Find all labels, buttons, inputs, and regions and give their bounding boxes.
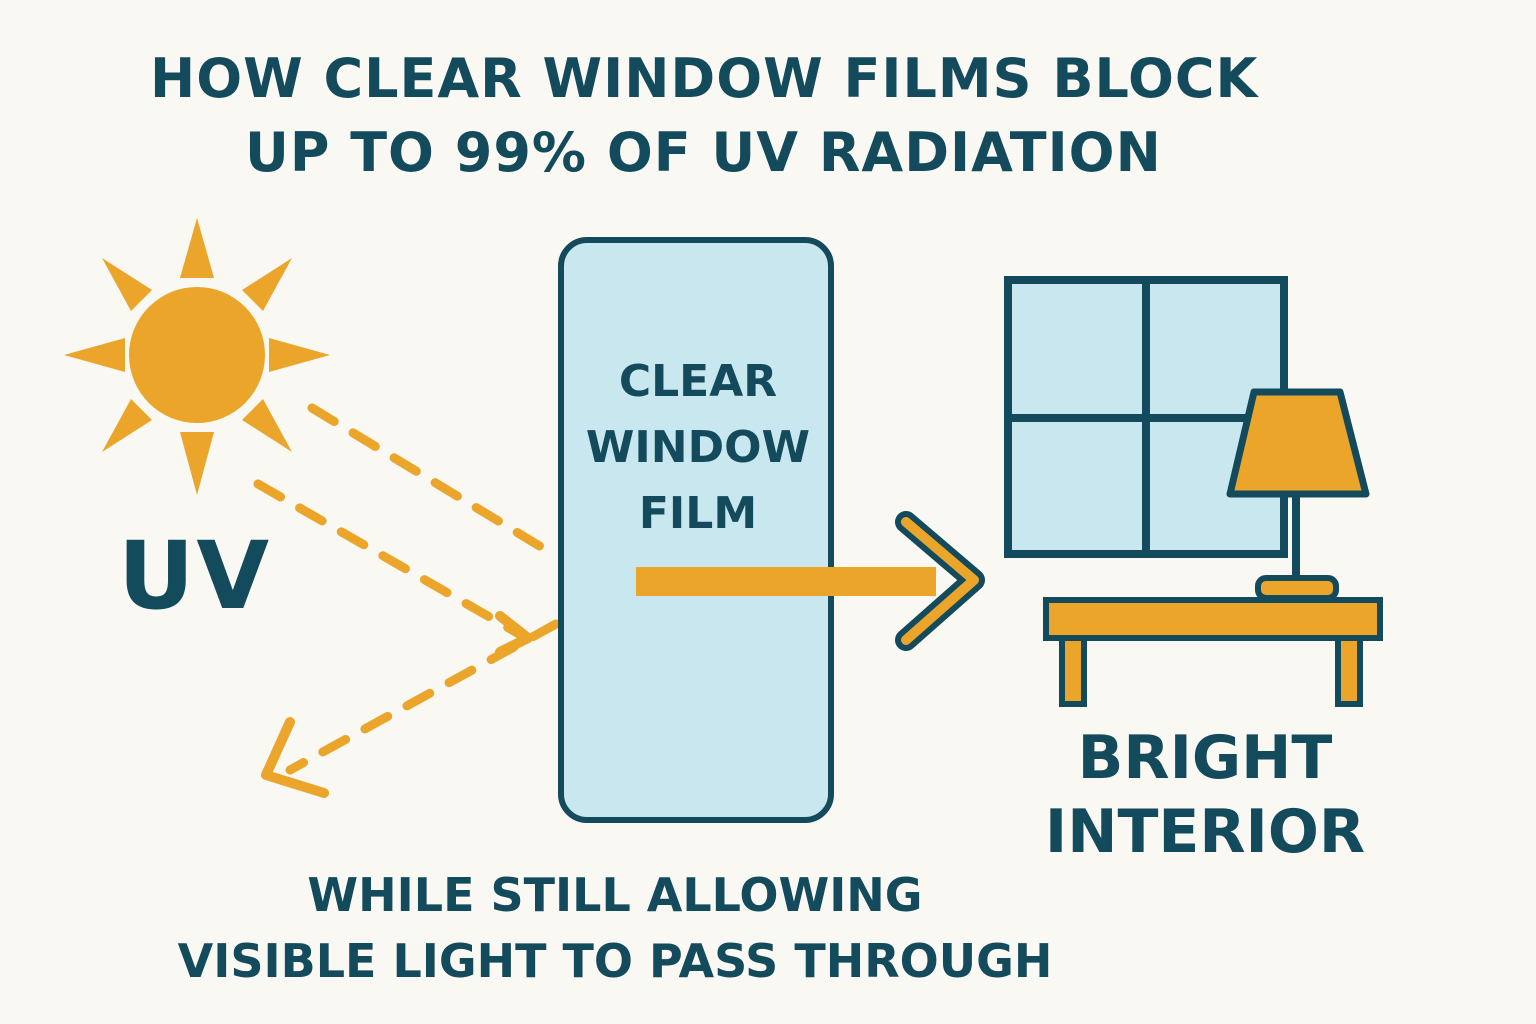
window-icon xyxy=(1004,276,1288,558)
table-icon xyxy=(1043,597,1383,707)
visible-light-arrow-icon xyxy=(636,511,985,651)
uv-ray-arrow-icon xyxy=(253,403,561,775)
film-label-line-1: CLEAR xyxy=(618,356,778,407)
interior-label-line-2: INTERIOR xyxy=(1044,797,1366,867)
title-line-2: UP TO 99% OF UV RADIATION xyxy=(245,121,1162,184)
interior-label-line-1: BRIGHT xyxy=(1077,723,1333,793)
uv-reflection-arrowheads xyxy=(261,611,533,798)
lamp-icon xyxy=(1226,388,1370,601)
film-label-line-3: FILM xyxy=(638,488,758,539)
caption: WHILE STILL ALLOWING VISIBLE LIGHT TO PA… xyxy=(170,872,1060,1004)
caption-line-2: VISIBLE LIGHT TO PASS THROUGH xyxy=(177,934,1053,988)
window-film-panel xyxy=(558,237,834,823)
film-label-line-2: WINDOW xyxy=(585,422,811,473)
page-title: HOW CLEAR WINDOW FILMS BLOCK UP TO 99% O… xyxy=(150,47,1259,184)
caption-line-1: WHILE STILL ALLOWING xyxy=(307,868,923,922)
sun-icon xyxy=(64,218,330,495)
film-label: CLEAR WINDOW FILM xyxy=(563,360,833,558)
title-line-1: HOW CLEAR WINDOW FILMS BLOCK xyxy=(150,47,1259,110)
interior-label: BRIGHT INTERIOR xyxy=(1040,728,1370,876)
uv-label: UV xyxy=(118,522,272,631)
